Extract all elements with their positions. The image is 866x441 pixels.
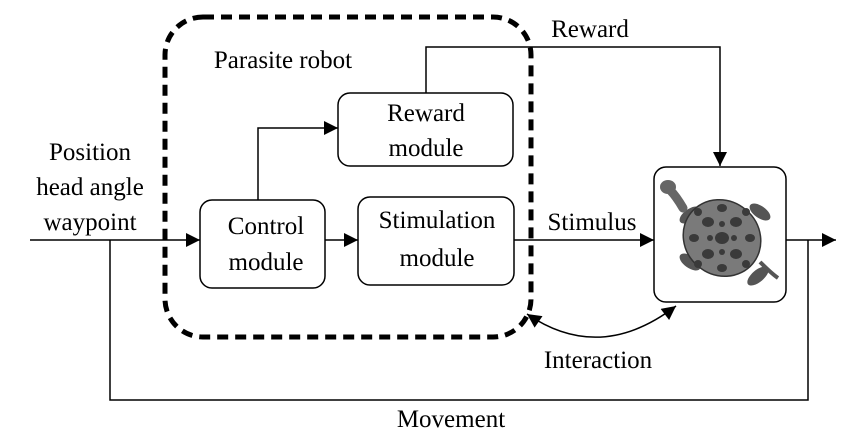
control-module-label-1: Control <box>228 213 304 240</box>
turtle-icon <box>660 180 780 286</box>
reward-signal-arrow <box>425 46 727 166</box>
movement-label: Movement <box>397 406 505 433</box>
movement-feedback-line <box>109 240 809 401</box>
reward-signal-label: Reward <box>551 16 629 43</box>
stimulus-label: Stimulus <box>548 209 637 236</box>
control-module-box <box>199 199 326 289</box>
control-module-label-2: module <box>229 249 304 276</box>
parasite-robot-group <box>162 14 534 340</box>
reward-module-label-2: module <box>389 135 464 162</box>
stimulation-module-label-1: Stimulation <box>379 207 496 234</box>
parasite-robot-label: Parasite robot <box>214 47 352 74</box>
interaction-label: Interaction <box>544 347 653 374</box>
reward-module-label-1: Reward <box>387 100 465 127</box>
interaction-arrow <box>526 305 677 338</box>
input-label-head-angle: head angle <box>36 174 144 201</box>
stimulation-module-label-2: module <box>400 245 475 272</box>
input-label-waypoint: waypoint <box>43 209 136 236</box>
control-to-reward-arrow <box>257 121 338 200</box>
stimulation-module-box <box>357 196 515 286</box>
input-label-position: Position <box>49 139 131 166</box>
